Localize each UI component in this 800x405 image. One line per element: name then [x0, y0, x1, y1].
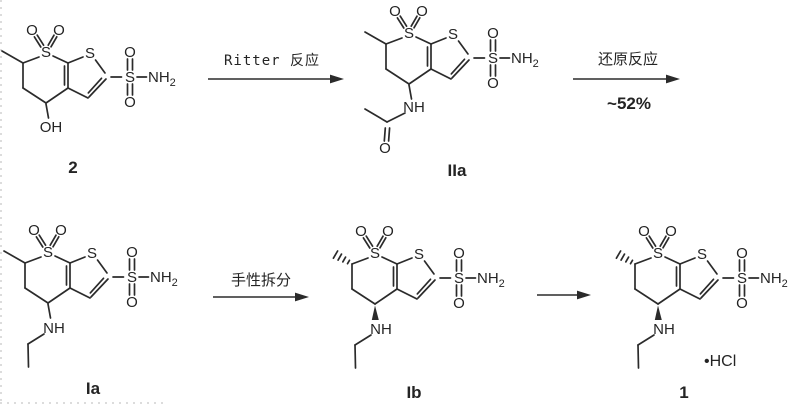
- reaction-label-ritter: Ritter 反应: [224, 52, 320, 69]
- compound-label-iia: IIa: [448, 161, 467, 180]
- salt-label-hcl: •HCl: [704, 353, 736, 370]
- structure-compound-2: 2: [1, 21, 177, 177]
- core-skeleton-ref: [22, 21, 177, 112]
- reaction-label-reduction: 还原反应: [598, 50, 658, 68]
- arrow-ritter-reaction: Ritter 反应: [208, 52, 344, 84]
- compound-label-1: 1: [679, 383, 688, 402]
- methyl-hashed-ref: [332, 250, 351, 265]
- c4-wedge-ref: [371, 305, 379, 320]
- core-skeleton-ref: [385, 2, 540, 93]
- arrow-chiral-resolution: 手性拆分: [213, 272, 309, 302]
- compound-label-2: 2: [68, 158, 77, 177]
- acetamido-ref: [364, 98, 426, 158]
- compound-label-ib: Ib: [406, 383, 421, 402]
- structure-compound-ia: Ia: [3, 221, 179, 398]
- arrow-reduction-reaction: 还原反应 ~52%: [573, 50, 680, 113]
- arrow-salt-formation: [537, 290, 591, 300]
- methyl-bond-ref: [1, 50, 24, 64]
- c4-wedge-ref: [654, 305, 662, 320]
- methyl-bond-ref: [364, 31, 387, 45]
- core-skeleton-ref: [24, 221, 179, 312]
- arrow-head: [295, 292, 309, 302]
- methyl-bond-ref: [3, 250, 26, 264]
- compound-label-ia: Ia: [86, 379, 101, 398]
- reaction-yield: ~52%: [607, 94, 651, 113]
- ethylamino-ref: [27, 319, 66, 368]
- arrow-head: [330, 74, 344, 84]
- c4-bond-ref: [45, 103, 50, 119]
- reaction-label-resolution: 手性拆分: [231, 272, 291, 289]
- arrow-head: [577, 290, 591, 300]
- core-skeleton-ref: [634, 222, 789, 313]
- structure-compound-ib: Ib: [332, 222, 506, 402]
- methyl-hashed-ref: [615, 250, 634, 265]
- ethylamino-ref: [637, 320, 676, 369]
- arrow-head: [666, 74, 680, 84]
- structure-compound-iia: IIa: [364, 2, 540, 180]
- core-skeleton-ref: [351, 222, 506, 313]
- c4-bond-ref: [47, 303, 52, 319]
- hydroxyl-ref: [39, 119, 63, 136]
- ethylamino-ref: [354, 320, 393, 369]
- c4-bond-ref: [408, 84, 413, 100]
- structure-compound-1: •HCl 1: [615, 222, 789, 402]
